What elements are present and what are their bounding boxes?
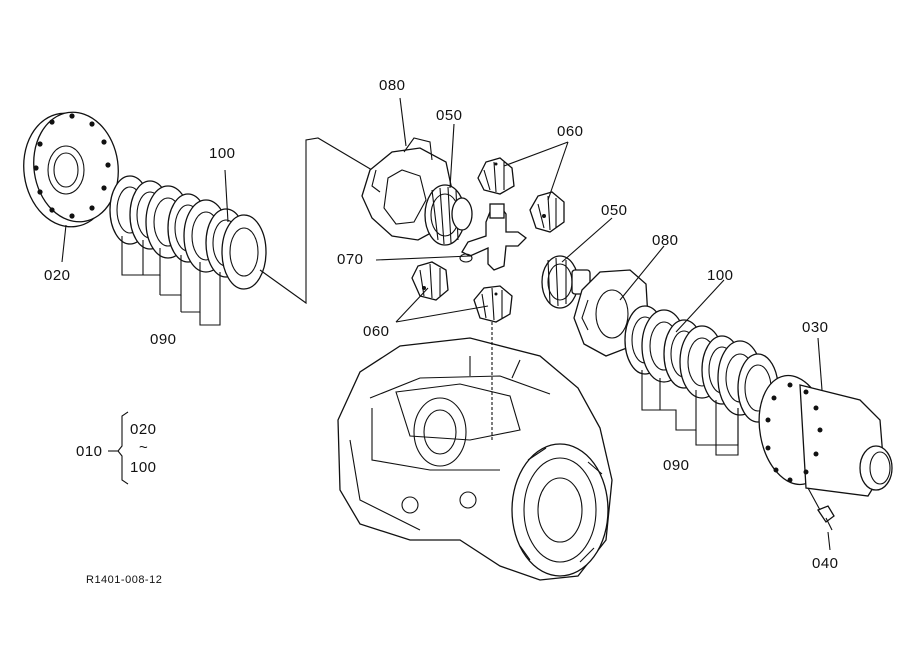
label-100-left: 100: [209, 145, 236, 162]
label-090-left: 090: [150, 331, 177, 348]
label-020-left: 020: [44, 267, 71, 284]
label-030: 030: [802, 319, 829, 336]
part-pinion-bottom: [473, 285, 513, 323]
label-040: 040: [812, 555, 839, 572]
range-brace: [117, 411, 129, 485]
part-left-disc-pack: [109, 175, 267, 290]
leader-lines-right: [641, 370, 739, 456]
part-side-gear-lower: [541, 255, 591, 309]
label-090-right: 090: [663, 457, 690, 474]
part-left-cover: [23, 111, 119, 228]
label-060-lower: 060: [363, 323, 390, 340]
part-cross-shaft: [459, 203, 527, 271]
leader-lines-center: [375, 97, 831, 551]
part-bolt: [807, 487, 835, 531]
part-side-gear-upper: [424, 184, 473, 246]
label-range-to: 100: [130, 459, 157, 476]
label-100-right: 100: [707, 267, 734, 284]
part-right-disc-pack: [624, 305, 779, 423]
leader-lines-left: [61, 137, 373, 326]
label-range-from: 020: [130, 421, 157, 438]
assembly-range-group: 010 020 ~ 100: [76, 411, 157, 485]
part-pinion-right: [529, 191, 565, 233]
part-transmission-housing: [337, 322, 613, 581]
label-060-top: 060: [557, 123, 584, 140]
part-pinion-left-lower: [411, 261, 449, 301]
label-range-separator: ~: [139, 439, 148, 456]
drawing-reference-code: R1401-008-12: [86, 574, 162, 586]
label-050-right: 050: [601, 202, 628, 219]
label-010: 010: [76, 443, 103, 460]
part-right-cover: [758, 374, 893, 497]
part-pinion-top: [477, 157, 515, 195]
label-080-right: 080: [652, 232, 679, 249]
label-080-top: 080: [379, 77, 406, 94]
label-070: 070: [337, 251, 364, 268]
label-050-top: 050: [436, 107, 463, 124]
